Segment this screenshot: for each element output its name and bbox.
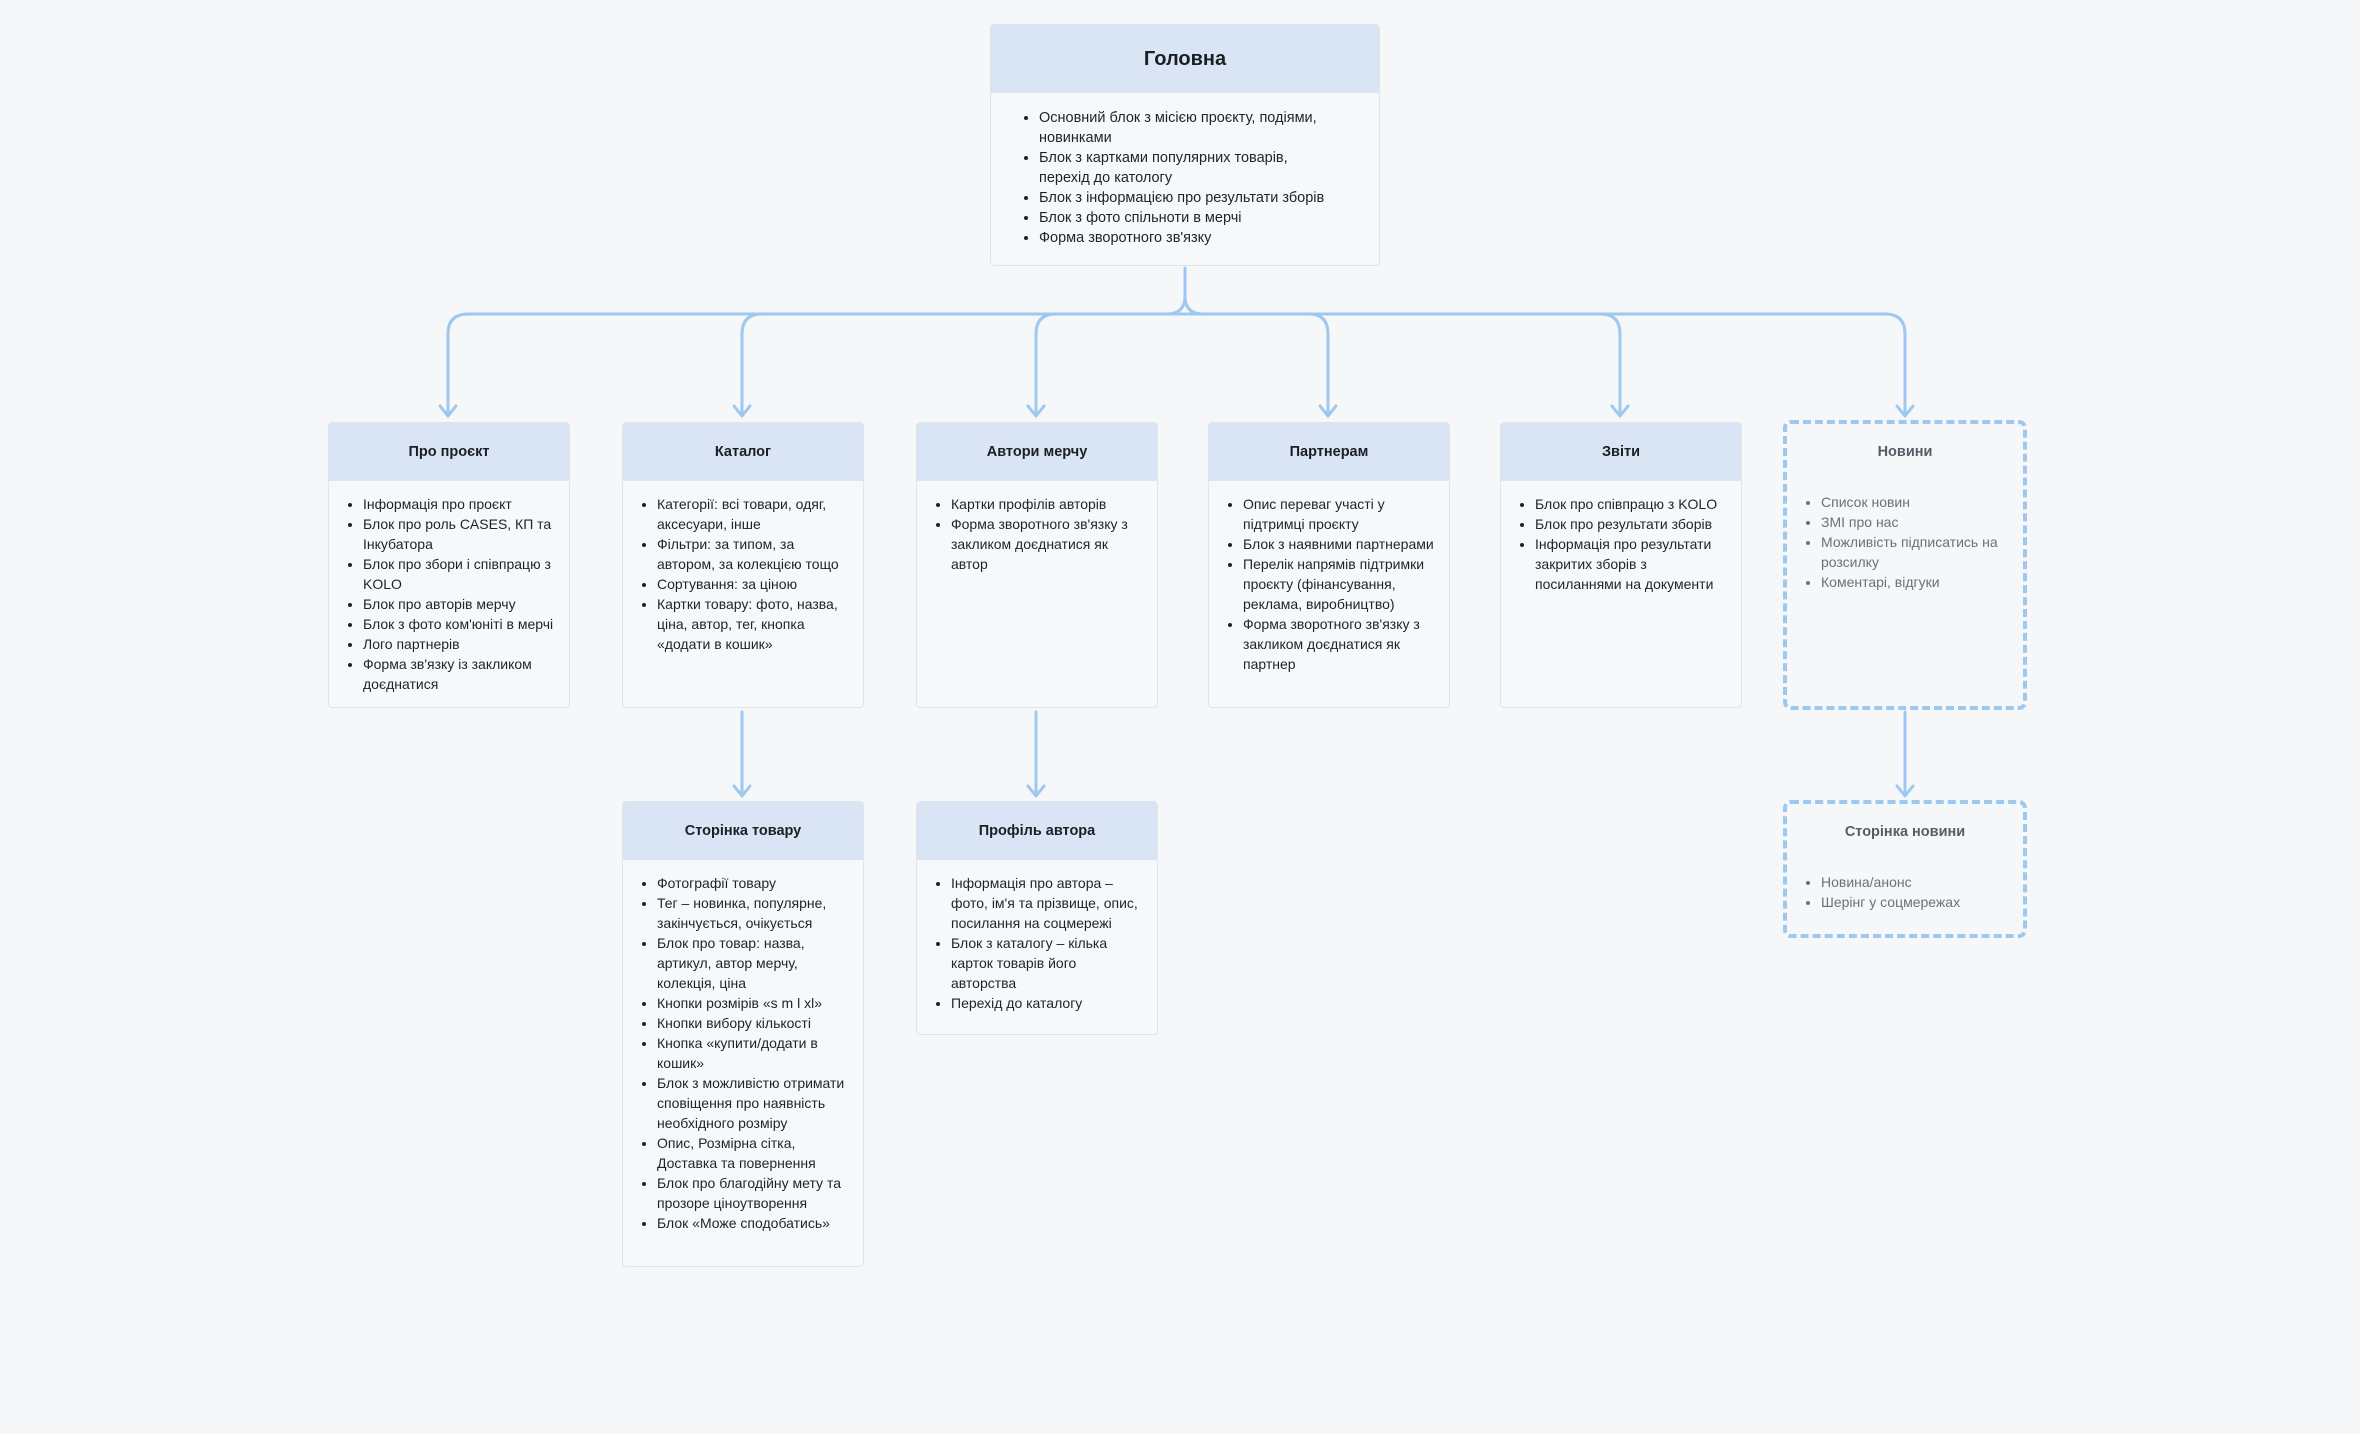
connector-product — [732, 710, 752, 798]
card-authors: Автори мерчу Картки профілів авторів Фор… — [916, 422, 1158, 708]
list-item: Блок «Може сподобатись» — [657, 1213, 849, 1233]
list-item: Інформація про автора – фото, ім'я та пр… — [951, 873, 1143, 933]
connector-trunk — [1165, 266, 1205, 316]
card-main-title: Головна — [991, 25, 1379, 93]
card-about-title: Про проєкт — [329, 423, 569, 481]
card-authors-list: Картки профілів авторів Форма зворотного… — [917, 481, 1157, 574]
list-item: Фільтри: за типом, за автором, за колекц… — [657, 534, 849, 574]
list-item: Картки профілів авторів — [951, 494, 1143, 514]
list-item: Інформація про результати закритих зборі… — [1535, 534, 1727, 594]
connector-reports — [1599, 312, 1622, 418]
card-reports-title: Звіти — [1501, 423, 1741, 481]
connector-authors — [1034, 312, 1058, 418]
connector-author-profile — [1026, 710, 1046, 798]
list-item: Список новин — [1821, 492, 2009, 512]
list-item: Блок про результати зборів — [1535, 514, 1727, 534]
card-authors-title: Автори мерчу — [917, 423, 1157, 481]
card-reports-list: Блок про співпрацю з KOLO Блок про резул… — [1501, 481, 1741, 594]
card-partners-list: Опис переваг участі у підтримці проєкту … — [1209, 481, 1449, 674]
list-item: Кнопка «купити/додати в кошик» — [657, 1033, 849, 1073]
card-catalog-title: Каталог — [623, 423, 863, 481]
card-catalog: Каталог Категорії: всі товари, одяг, акс… — [622, 422, 864, 708]
list-item: Блок про авторів мерчу — [363, 594, 555, 614]
list-item: Шерінг у соцмережах — [1821, 892, 2009, 912]
list-item: Блок з наявними партнерами — [1243, 534, 1435, 554]
connector-news — [1883, 312, 1907, 418]
list-item: Основний блок з місією проєкту, подіями,… — [1039, 108, 1339, 148]
list-item: Кнопки вибору кількості — [657, 1013, 849, 1033]
list-item: ЗМІ про нас — [1821, 512, 2009, 532]
list-item: Категорії: всі товари, одяг, аксесуари, … — [657, 494, 849, 534]
card-about: Про проєкт Інформація про проєкт Блок пр… — [328, 422, 570, 708]
list-item: Блок про благодійну мету та прозоре ціно… — [657, 1173, 849, 1213]
card-reports: Звіти Блок про співпрацю з KOLO Блок про… — [1500, 422, 1742, 708]
card-news-page: Сторінка новини Новина/анонс Шерінг у со… — [1783, 800, 2027, 938]
card-author-profile-list: Інформація про автора – фото, ім'я та пр… — [917, 860, 1157, 1013]
list-item: Кнопки розмірів «s m l xl» — [657, 993, 849, 1013]
list-item: Картки товару: фото, назва, ціна, автор,… — [657, 594, 849, 654]
list-item: Блок про роль CASES, КП та Інкубатора — [363, 514, 555, 554]
connector-catalog — [740, 312, 764, 418]
list-item: Можливість підписатись на розсилку — [1821, 532, 2009, 572]
card-news-list: Список новин ЗМІ про нас Можливість підп… — [1787, 479, 2023, 592]
connector-about — [446, 312, 470, 418]
list-item: Перелік напрямів підтримки проєкту (фіна… — [1243, 554, 1435, 614]
card-author-profile: Профіль автора Інформація про автора – ф… — [916, 801, 1158, 1035]
list-item: Перехід до каталогу — [951, 993, 1143, 1013]
list-item: Блок про товар: назва, артикул, автор ме… — [657, 933, 849, 993]
card-catalog-list: Категорії: всі товари, одяг, аксесуари, … — [623, 481, 863, 654]
list-item: Блок з інформацією про результати зборів — [1039, 188, 1339, 208]
card-news: Новини Список новин ЗМІ про нас Можливіс… — [1783, 420, 2027, 710]
list-item: Блок про збори і співпрацю з KOLO — [363, 554, 555, 594]
card-about-list: Інформація про проєкт Блок про роль CASE… — [329, 481, 569, 694]
list-item: Опис переваг участі у підтримці проєкту — [1243, 494, 1435, 534]
card-product-list: Фотографії товару Тег – новинка, популяр… — [623, 860, 863, 1233]
connector-news-page — [1895, 710, 1915, 798]
card-news-page-title: Сторінка новини — [1844, 823, 1966, 840]
list-item: Форма зворотного зв'язку — [1039, 228, 1339, 248]
list-item: Коментарі, відгуки — [1821, 572, 2009, 592]
card-news-title: Новини — [1877, 443, 1933, 460]
list-item: Блок з картками популярних товарів, пере… — [1039, 148, 1339, 188]
card-product-title: Сторінка товару — [623, 802, 863, 860]
card-partners: Партнерам Опис переваг участі у підтримц… — [1208, 422, 1450, 708]
list-item: Форма зв'язку із закликом доєднатися — [363, 654, 555, 694]
list-item: Новина/анонс — [1821, 872, 2009, 892]
card-product: Сторінка товару Фотографії товару Тег – … — [622, 801, 864, 1267]
list-item: Блок з каталогу – кілька карток товарів … — [951, 933, 1143, 993]
card-partners-title: Партнерам — [1209, 423, 1449, 481]
list-item: Тег – новинка, популярне, закінчується, … — [657, 893, 849, 933]
list-item: Форма зворотного зв'язку з закликом доєд… — [1243, 614, 1435, 674]
list-item: Блок з фото ком'юніті в мерчі — [363, 614, 555, 634]
list-item: Опис, Розмірна сітка, Доставка та поверн… — [657, 1133, 849, 1173]
list-item: Лого партнерів — [363, 634, 555, 654]
list-item: Форма зворотного зв'язку з закликом доєд… — [951, 514, 1143, 574]
list-item: Інформація про проєкт — [363, 494, 555, 514]
connector-partners — [1307, 312, 1330, 418]
list-item: Блок з можливістю отримати сповіщення пр… — [657, 1073, 849, 1133]
list-item: Сортування: за ціною — [657, 574, 849, 594]
list-item: Фотографії товару — [657, 873, 849, 893]
card-author-profile-title: Профіль автора — [917, 802, 1157, 860]
card-news-page-list: Новина/анонс Шерінг у соцмережах — [1787, 859, 2023, 912]
card-main: Головна Основний блок з місією проєкту, … — [990, 24, 1380, 266]
list-item: Блок з фото спільноти в мерчі — [1039, 208, 1339, 228]
list-item: Блок про співпрацю з KOLO — [1535, 494, 1727, 514]
card-main-list: Основний блок з місією проєкту, подіями,… — [991, 93, 1379, 248]
